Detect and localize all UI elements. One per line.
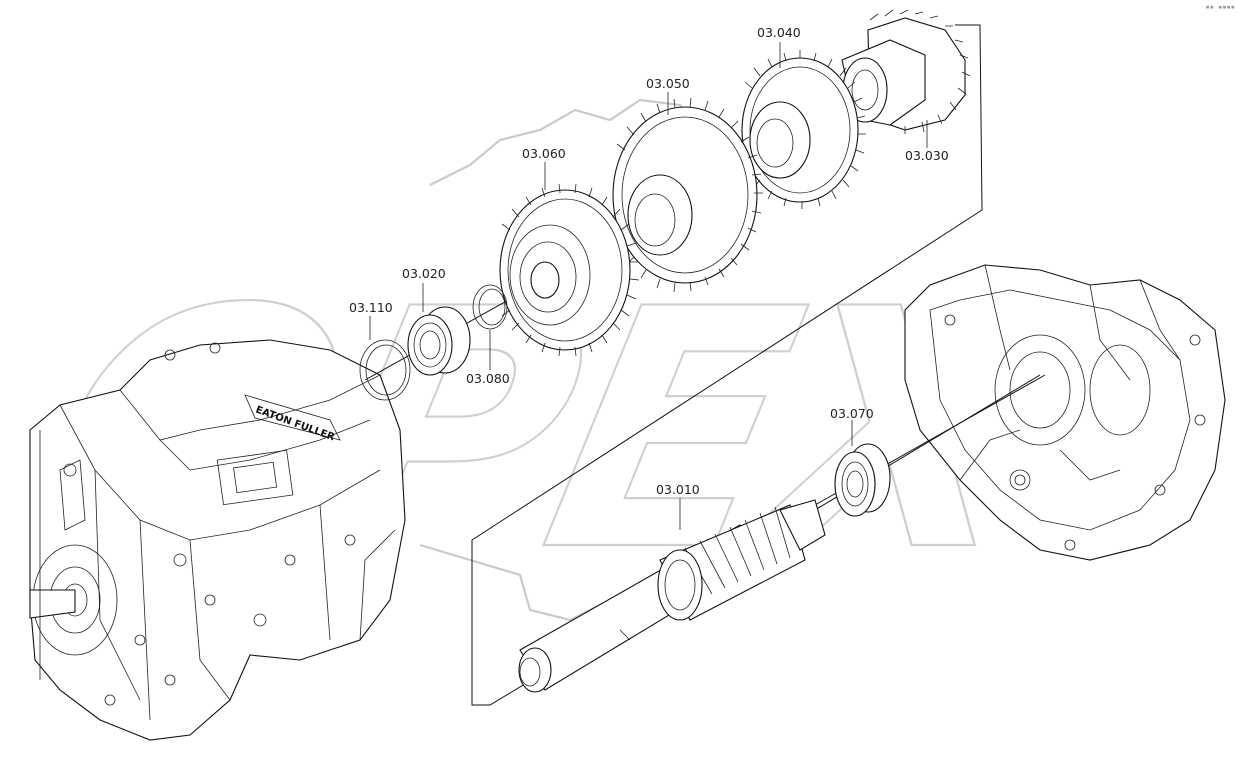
right-clutch-housing bbox=[904, 264, 1226, 561]
part-03010-main-shaft bbox=[518, 499, 826, 693]
part-03040-gear bbox=[736, 50, 866, 209]
label-03060: 03.060 bbox=[522, 146, 566, 161]
label-03080: 03.080 bbox=[466, 371, 510, 386]
label-03040: 03.040 bbox=[757, 25, 801, 40]
assembly-bracket bbox=[471, 24, 1041, 706]
part-03030-gear bbox=[841, 9, 971, 134]
label-03070: 03.070 bbox=[830, 406, 874, 421]
label-03020: 03.020 bbox=[402, 266, 446, 281]
leader-lines bbox=[369, 42, 928, 530]
part-03080-snap-ring bbox=[472, 284, 508, 330]
label-03010: 03.010 bbox=[656, 482, 700, 497]
label-03030: 03.030 bbox=[905, 148, 949, 163]
part-03110-ring bbox=[359, 339, 411, 401]
label-03050: 03.050 bbox=[646, 76, 690, 91]
part-03060-gear bbox=[499, 183, 640, 357]
part-03050-gear bbox=[612, 97, 763, 293]
part-labels: 03.030 03.040 03.050 03.060 03.020 03.11… bbox=[349, 25, 949, 497]
left-gearbox-housing: EATON FULLER bbox=[29, 339, 406, 741]
part-03020-bearing bbox=[407, 306, 471, 376]
part-03070-bearing bbox=[834, 443, 891, 517]
corner-mark: ▪▪ ▪▪▪▪ bbox=[1205, 3, 1235, 11]
label-03110: 03.110 bbox=[349, 300, 393, 315]
